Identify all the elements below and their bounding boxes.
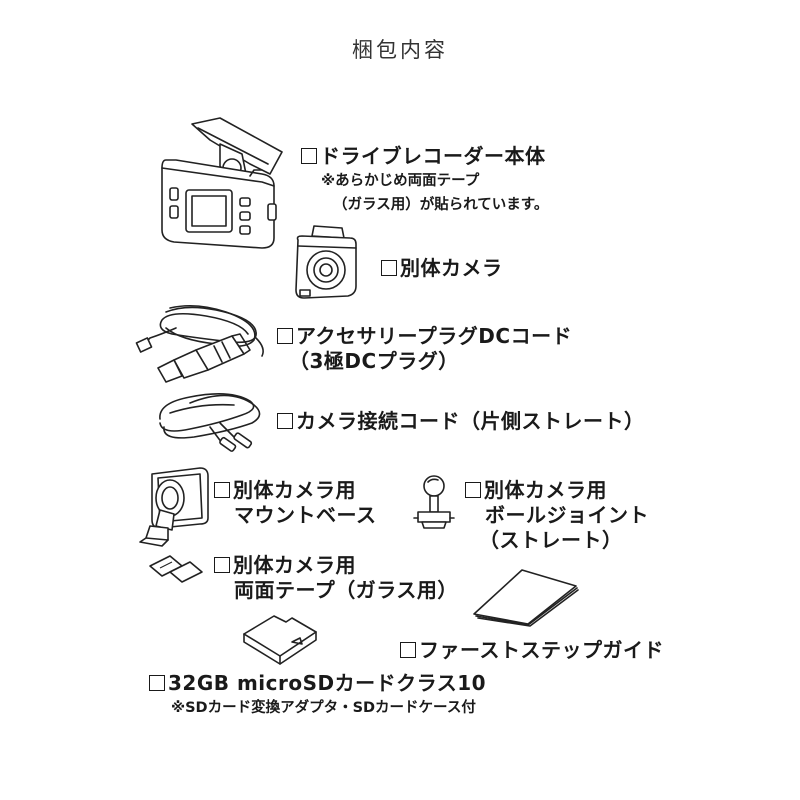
double-tape-icon bbox=[148, 554, 204, 584]
item-double-tape: 別体カメラ用 両面テープ（ガラス用） bbox=[214, 553, 458, 603]
dashcam-icon bbox=[150, 112, 290, 272]
mount-base-icon bbox=[138, 466, 214, 548]
checkbox-icon bbox=[149, 675, 165, 691]
camera-cord-icon bbox=[150, 383, 266, 453]
checkbox-icon bbox=[400, 642, 416, 658]
ball-joint-icon bbox=[410, 474, 458, 530]
item-dc-cord: アクセサリープラグDCコード （3極DCプラグ） bbox=[277, 324, 572, 374]
checkbox-icon bbox=[381, 260, 397, 276]
item-guide: ファーストステップガイド bbox=[400, 638, 664, 663]
item-sd-card: 32GB microSDカードクラス10 ※SDカード変換アダプタ・SDカードケ… bbox=[149, 671, 486, 720]
checkbox-icon bbox=[277, 413, 293, 429]
page-title: 梱包内容 bbox=[352, 38, 448, 62]
checkbox-icon bbox=[301, 148, 317, 164]
checkbox-icon bbox=[214, 557, 230, 573]
item-camera-cord: カメラ接続コード（片側ストレート） bbox=[277, 409, 645, 434]
camera-icon bbox=[290, 222, 362, 304]
dc-cord-icon bbox=[135, 298, 276, 384]
item-ball-joint: 別体カメラ用 ボールジョイント （ストレート） bbox=[465, 478, 649, 553]
item-dashcam-body: ドライブレコーダー本体 ※あらかじめ両面テープ （ガラス用）が貼られています。 bbox=[301, 144, 548, 217]
item-separate-camera: 別体カメラ bbox=[381, 256, 503, 281]
sd-card-icon bbox=[240, 612, 320, 672]
checkbox-icon bbox=[465, 482, 481, 498]
guide-booklet-icon bbox=[470, 566, 580, 627]
item-mount-base: 別体カメラ用 マウントベース bbox=[214, 478, 377, 528]
checkbox-icon bbox=[214, 482, 230, 498]
checkbox-icon bbox=[277, 328, 293, 344]
